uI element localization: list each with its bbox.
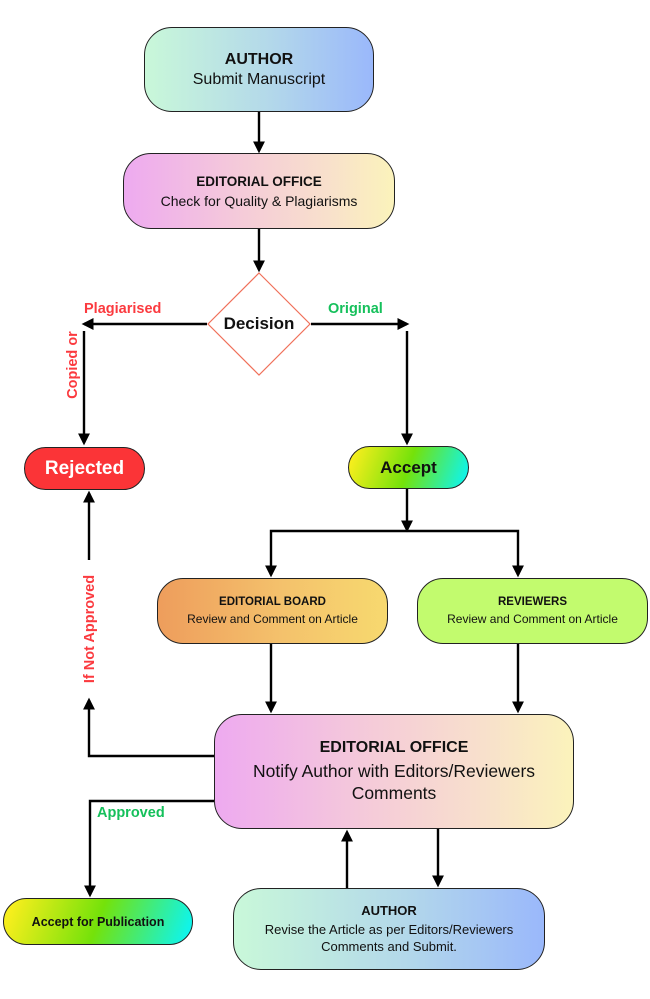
node-subtitle: Review and Comment on Article bbox=[187, 612, 358, 626]
editorial-board-node: EDITORIAL BOARD Review and Comment on Ar… bbox=[157, 578, 388, 644]
node-title: EDITORIAL OFFICE bbox=[196, 173, 322, 189]
if-not-approved-label: If Not Approved bbox=[82, 574, 98, 684]
author-revise-node: AUTHOR Revise the Article as per Editors… bbox=[233, 888, 545, 970]
decision-label: Decision bbox=[223, 314, 295, 333]
decision-diamond bbox=[207, 272, 311, 376]
author-submit-node: AUTHOR Submit Manuscript bbox=[144, 27, 374, 112]
reviewers-node: REVIEWERS Review and Comment on Article bbox=[417, 578, 648, 644]
editorial-check-node: EDITORIAL OFFICE Check for Quality & Pla… bbox=[123, 153, 395, 229]
node-title: REVIEWERS bbox=[497, 596, 567, 608]
node-subtitle: Check for Quality & Plagiarisms bbox=[160, 192, 358, 209]
copied-or-label: Copied or bbox=[65, 331, 81, 399]
editorial-notify-node: EDITORIAL OFFICE Notify Author with Edit… bbox=[214, 714, 574, 829]
original-label: Original bbox=[328, 301, 383, 317]
arrow-split-to-reviewers bbox=[407, 529, 524, 578]
node-title: AUTHOR bbox=[361, 903, 417, 918]
node-subtitle: Review and Comment on Article bbox=[447, 612, 618, 626]
rejected-node: Rejected bbox=[24, 447, 145, 490]
accept-node: Accept bbox=[348, 446, 469, 489]
node-subtitle: Revise the Article as per Editors/Review… bbox=[264, 922, 514, 954]
arrow-not-approved-a bbox=[83, 697, 214, 758]
approved-label: Approved bbox=[97, 805, 165, 821]
arrow-approved-to-publication bbox=[84, 799, 214, 898]
node-subtitle: Submit Manuscript bbox=[192, 70, 326, 88]
node-subtitle: Notify Author with Editors/Reviewers Com… bbox=[252, 761, 536, 803]
node-title: EDITORIAL OFFICE bbox=[319, 739, 469, 756]
plagiarised-label: Plagiarised bbox=[84, 301, 162, 317]
decision-node: Decision bbox=[207, 272, 311, 376]
accept-publication-node: Accept for Publication bbox=[3, 898, 193, 945]
node-title: EDITORIAL BOARD bbox=[219, 596, 326, 608]
node-title: AUTHOR bbox=[224, 50, 294, 68]
arrow-split-to-board bbox=[265, 529, 407, 578]
